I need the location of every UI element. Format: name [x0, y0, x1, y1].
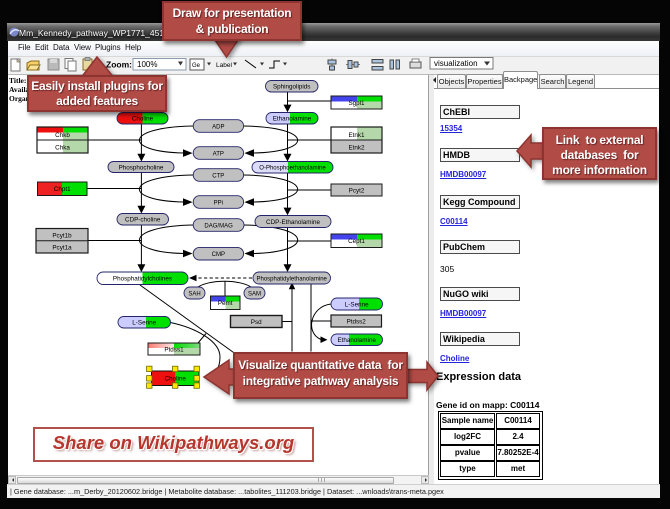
- svg-text:Sphingolipids: Sphingolipids: [273, 84, 310, 91]
- svg-text:Psd: Psd: [251, 319, 262, 326]
- svg-text:visualization: visualization: [434, 59, 478, 68]
- svg-text:L-Serine: L-Serine: [132, 320, 156, 327]
- svg-text:Choline: Choline: [132, 116, 154, 123]
- svg-text:Ethanolamine: Ethanolamine: [337, 337, 376, 344]
- svg-text:SAM: SAM: [248, 291, 261, 297]
- svg-text:Pemt: Pemt: [218, 300, 233, 307]
- svg-text:CMP: CMP: [212, 252, 225, 258]
- svg-text:Etnk2: Etnk2: [348, 144, 365, 151]
- svg-text:Chpt1: Chpt1: [54, 186, 71, 193]
- svg-text:Ptdss1: Ptdss1: [164, 346, 184, 353]
- svg-text:Label: Label: [216, 62, 232, 69]
- svg-text:CDP-choline: CDP-choline: [125, 217, 161, 224]
- svg-text:DAG/MAG: DAG/MAG: [204, 223, 233, 229]
- svg-text:CDP-Ethanolamine: CDP-Ethanolamine: [266, 219, 320, 226]
- svg-text:Availab: Availab: [9, 85, 33, 94]
- svg-text:SAH: SAH: [188, 291, 200, 297]
- svg-text:Pcyt2: Pcyt2: [349, 187, 365, 194]
- svg-text:Zoom:: Zoom:: [106, 60, 132, 70]
- svg-text:Etnk1: Etnk1: [348, 132, 365, 139]
- svg-text:Choline: Choline: [165, 376, 187, 383]
- svg-text:Phosphocholine: Phosphocholine: [119, 164, 164, 171]
- svg-text:Ethanolamine: Ethanolamine: [273, 116, 312, 123]
- svg-text:Chkb: Chkb: [55, 132, 70, 139]
- svg-text:Pcyt1b: Pcyt1b: [52, 232, 72, 239]
- svg-text:Ge: Ge: [192, 63, 201, 69]
- svg-text:100%: 100%: [137, 60, 157, 69]
- svg-text:Phosphatidylethanolamine: Phosphatidylethanolamine: [257, 276, 328, 282]
- svg-text:ADP: ADP: [212, 124, 224, 130]
- svg-text:ATP: ATP: [213, 151, 224, 157]
- svg-text:L-Serine: L-Serine: [345, 301, 369, 308]
- svg-text:PPi: PPi: [214, 200, 223, 206]
- svg-text:Cept1: Cept1: [348, 238, 365, 245]
- svg-text:Pcyt1a: Pcyt1a: [52, 245, 72, 252]
- svg-text:Sgpl1: Sgpl1: [348, 100, 365, 107]
- svg-text:Organis: Organis: [9, 94, 35, 103]
- svg-text:Phosphatidylcholines: Phosphatidylcholines: [113, 276, 172, 283]
- svg-text:CTP: CTP: [212, 173, 224, 179]
- svg-text:O-Phosphoethanolamine: O-Phosphoethanolamine: [259, 166, 326, 172]
- svg-text:Title:: Title:: [9, 76, 26, 85]
- svg-text:Ptdss2: Ptdss2: [347, 318, 367, 325]
- svg-text:Chka: Chka: [55, 144, 70, 151]
